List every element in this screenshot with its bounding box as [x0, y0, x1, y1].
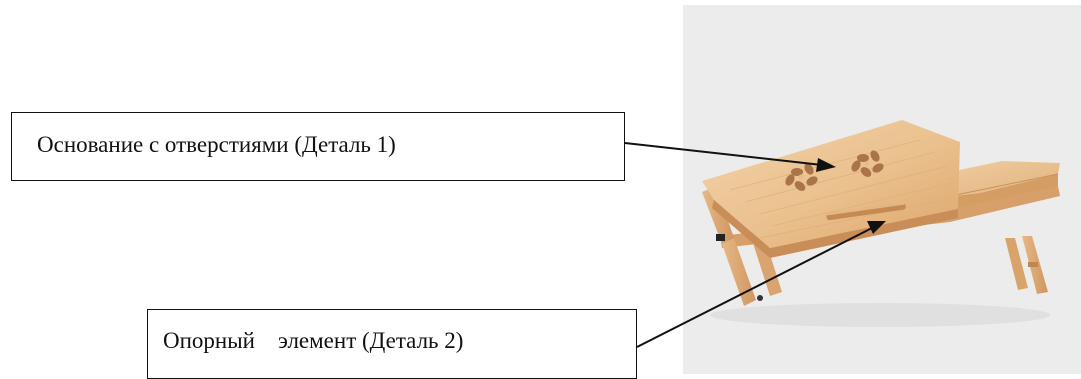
- label-base-with-holes: Основание с отверстиями (Деталь 1): [11, 112, 625, 181]
- product-photo-background: [683, 5, 1081, 374]
- label-support-element: Опорный элемент (Деталь 2): [147, 309, 637, 379]
